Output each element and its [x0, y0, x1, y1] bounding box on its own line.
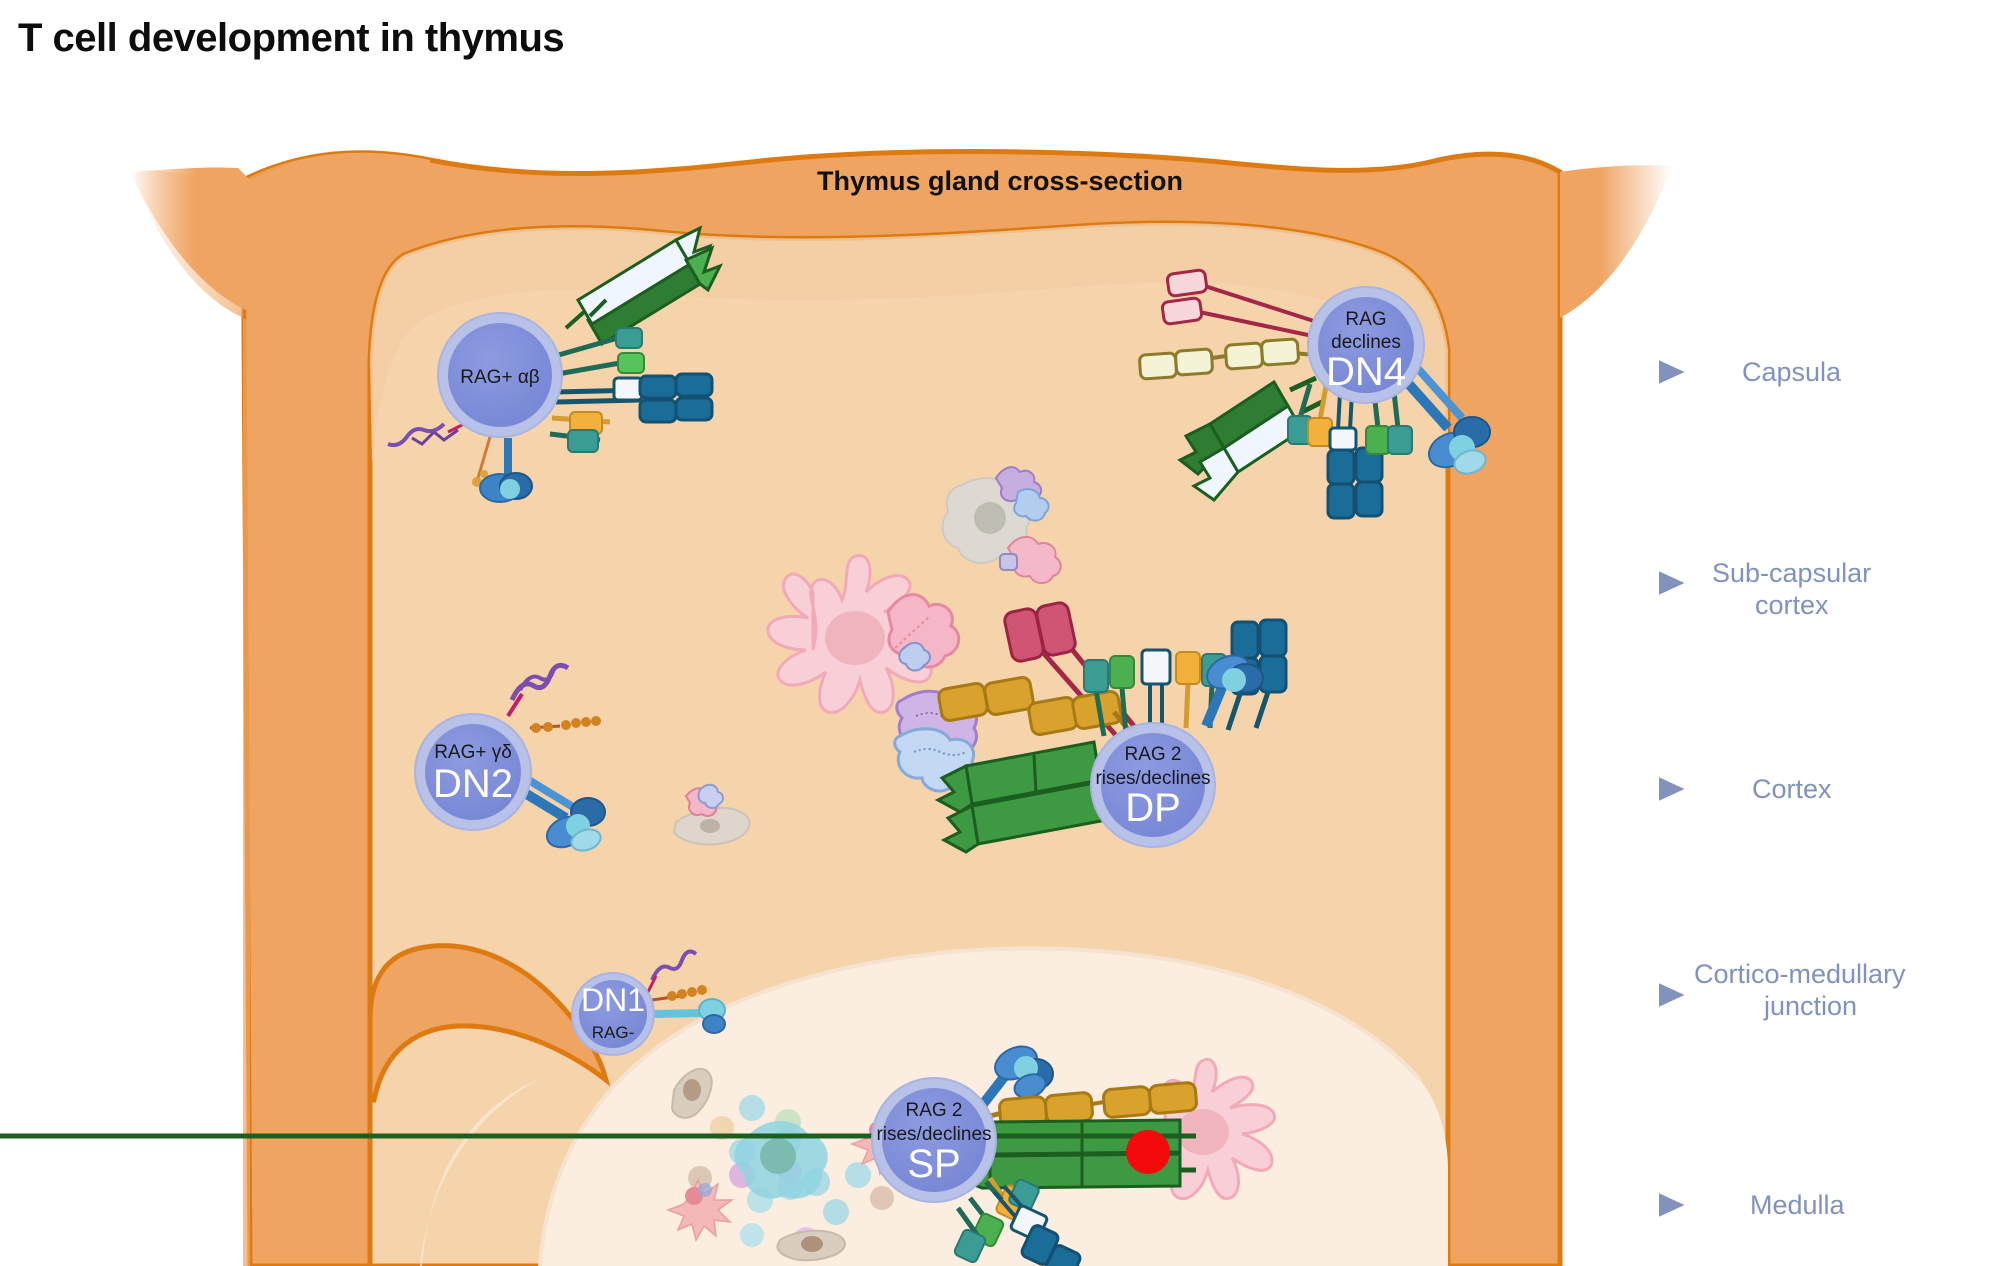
- medulla-flat-cell-upper: [670, 1067, 713, 1119]
- tcell-sp-sublabel-line1: RAG 2: [905, 1100, 962, 1121]
- adhesion-gold-sp: [985, 1081, 1198, 1129]
- tcell-rag-ab-sublabel: RAG+ αβ: [460, 367, 540, 388]
- tcell-dn2[interactable]: RAG+ γδ DN2: [414, 713, 532, 831]
- cd3-complex-dn1: [653, 998, 726, 1034]
- mhc-peptide-green-white-top: [564, 225, 724, 347]
- notch-receptor-dn1: [651, 985, 707, 1002]
- coreceptor-stalks-sp: [953, 1176, 1082, 1266]
- tcell-rag-ab[interactable]: RAG+ αβ: [437, 312, 563, 438]
- cytokine-receptor-dn2: [506, 662, 570, 718]
- tcell-dn4-sublabel-line1: RAG: [1345, 309, 1386, 330]
- tcell-dn4-label: DN4: [1326, 350, 1406, 394]
- receptor-complex-dn4: [1138, 268, 1491, 520]
- notch-receptor-dn2: [529, 716, 601, 733]
- receptor-complex-sp: [0, 1045, 1198, 1266]
- tcell-dn1-label: DN1: [581, 982, 645, 1018]
- annotation-capsula: Capsula: [1593, 357, 1842, 387]
- adhesion-molecule-cream: [1138, 337, 1317, 381]
- mhc-molecule-pink: [999, 536, 1062, 585]
- annotation-medulla-label: Medulla: [1750, 1190, 1846, 1220]
- tcell-sp[interactable]: RAG 2 rises/declines SP: [871, 1077, 997, 1203]
- apoptosis-signal-dot: [1126, 1130, 1170, 1174]
- annotation-cortico-medullary-junction-label-line2: junction: [1763, 991, 1857, 1021]
- receptor-complex-rag-ab: [387, 225, 724, 503]
- cytokine-receptor-dn1: [646, 949, 698, 993]
- capsule-right-flare: [1560, 165, 1672, 318]
- annotation-sub-capsular-cortex-label-line1: Sub-capsular: [1712, 558, 1871, 588]
- thymic-epithelial-cell: [766, 554, 978, 793]
- tcr-fragment-blue-small: [898, 642, 931, 672]
- stromal-cell-flat-left: [672, 783, 751, 846]
- mhc-molecule-blue: [1013, 488, 1050, 522]
- coreceptor-stalks-dn4: [1287, 383, 1413, 520]
- annotation-cortex: Cortex: [1320, 774, 1832, 804]
- annotation-sub-capsular-cortex: Sub-capsular cortex: [1470, 558, 1871, 620]
- receptor-complex-dn2: [506, 662, 606, 852]
- tcell-sp-label: SP: [907, 1142, 960, 1186]
- tcell-dn1-sublabel: RAG-: [592, 1023, 635, 1042]
- tcell-dn2-label: DN2: [433, 762, 513, 806]
- pre-tcr-pink: [1160, 268, 1323, 340]
- medulla-flat-cell-lower: [776, 1229, 846, 1262]
- cd3-complex-sp: [976, 1045, 1054, 1112]
- stromal-cell-upper: [941, 466, 1062, 585]
- tcell-dn2-sublabel: RAG+ γδ: [434, 742, 512, 763]
- tcell-sp-sublabel-line2: rises/declines: [876, 1124, 991, 1145]
- annotation-cortex-label: Cortex: [1752, 774, 1832, 804]
- coreceptor-stalks: [547, 327, 714, 453]
- tcell-dp[interactable]: RAG 2 rises/declines DP: [1090, 722, 1216, 848]
- notch-receptor-orange: [472, 436, 492, 487]
- tcell-dp-label: DP: [1125, 786, 1181, 830]
- annotation-cortico-medullary-junction: Cortico-medullary junction: [1330, 959, 1906, 1021]
- receptor-complex-dn1: [646, 949, 726, 1034]
- annotation-cortico-medullary-junction-label-line1: Cortico-medullary: [1694, 959, 1906, 989]
- annotation-capsula-label: Capsula: [1742, 357, 1842, 387]
- cd3-complex-blue: [479, 438, 533, 503]
- banner-label: Thymus gland cross-section: [817, 166, 1183, 196]
- annotation-sub-capsular-cortex-label-line2: cortex: [1755, 590, 1829, 620]
- tcell-dn4-sublabel-line2: declines: [1331, 332, 1401, 353]
- tcell-dp-sublabel-line2: rises/declines: [1095, 768, 1210, 789]
- annotation-medulla: Medulla: [1300, 1190, 1846, 1220]
- medulla-dendritic-cell-left: [665, 1178, 735, 1242]
- cd3-complex-dp: [1201, 654, 1264, 728]
- hassall-corpuscle: [734, 1120, 828, 1199]
- page-title: T cell development in thymus: [18, 16, 565, 60]
- tcell-dn4[interactable]: RAG declines DN4: [1307, 286, 1425, 404]
- trabecula-septum: [367, 943, 611, 1103]
- cortico-medullary-junction-line: [538, 946, 1422, 1266]
- cd3-complex-dn2: [517, 775, 606, 852]
- capsule-left-flare: [130, 167, 250, 312]
- tcell-dp-sublabel-line1: RAG 2: [1124, 744, 1181, 765]
- tcell-dn1[interactable]: DN1 RAG-: [571, 972, 655, 1056]
